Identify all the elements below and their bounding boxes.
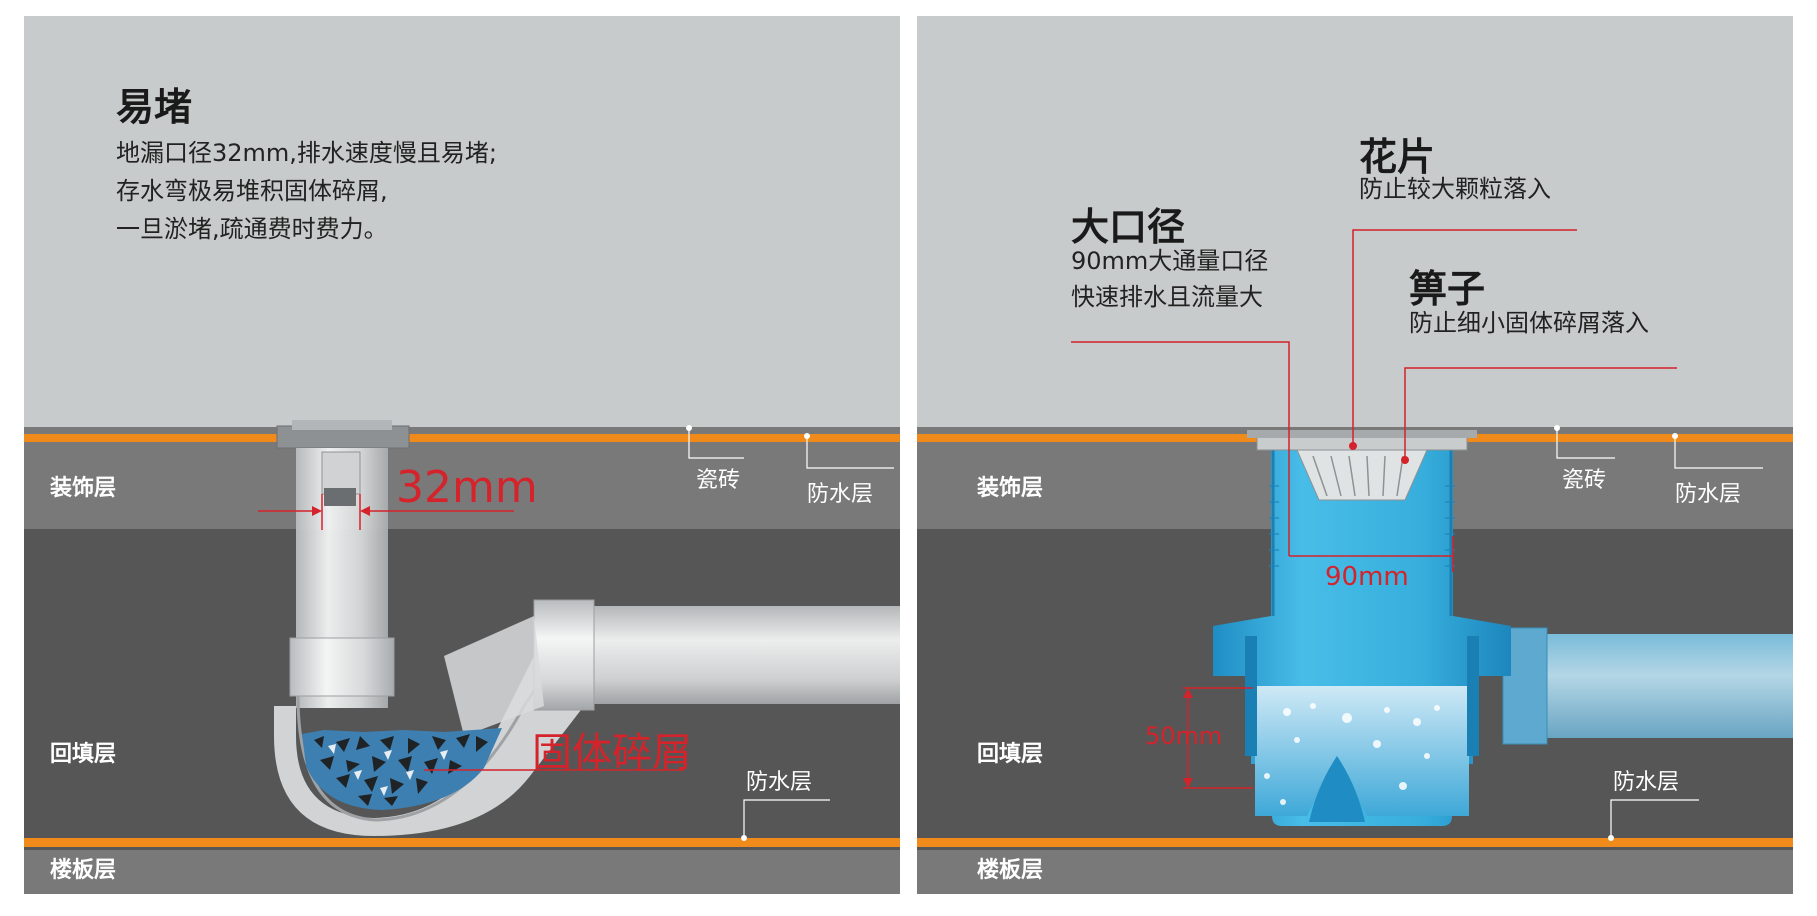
layer-label-backfill: 回填层 [50,742,117,767]
decor-layer [24,427,900,529]
callout-grate-title: 花片 [1359,135,1436,179]
tile-label: 瓷砖 [1562,468,1607,493]
layer-label-decor: 装饰层 [977,476,1044,501]
outlet-pipe [544,606,900,704]
dim-label-90mm: 90mm [1325,562,1409,592]
left-title: 易堵 [116,85,193,129]
callout-leaders [1071,229,1677,556]
dimension-50mm [1183,687,1253,789]
left-desc-line-3: 一旦淤堵,疏通费时费力。 [116,215,388,243]
waterproof-label-top: 防水层 [1675,482,1742,507]
waterproof-bottom-band [917,838,1793,847]
waterproof-top-band [24,434,900,442]
layer-label-backfill: 回填层 [977,742,1044,767]
outlet-pipe [1517,634,1793,738]
leader-lines [688,428,894,838]
debris-pile [302,728,502,810]
tile-label: 瓷砖 [696,468,741,493]
waterproof-label-bottom: 防水层 [746,770,813,795]
floor-layer [24,850,900,894]
water-bubbles [1264,703,1440,805]
floor-layer [917,850,1793,894]
pipe-coupling [289,637,395,697]
dimension-32mm [258,494,514,530]
layer-label-floor: 楼板层 [50,858,117,883]
waterproof-label-bottom: 防水层 [1613,770,1680,795]
callout-large-bore-desc-1: 90mm大通量口径 [1071,247,1269,275]
callout-strainer-title: 箅子 [1409,267,1486,311]
basket-strainer [1296,449,1428,501]
left-desc-line-1: 地漏口径32mm,排水速度慢且易堵; [116,139,498,167]
waterproof-bottom-band [24,838,900,847]
thread-marks [1269,485,1455,567]
leader-lines [1556,428,1763,838]
debris-highlights [328,744,448,796]
right-panel-large-drain: 花片 防止较大颗粒落入 大口径 90mm大通量口径 快速排水且流量大 箅子 防止… [917,16,1793,894]
callout-large-bore-desc-2: 快速排水且流量大 [1071,283,1263,311]
waterproof-label-top: 防水层 [807,482,874,507]
callout-strainer-desc: 防止细小固体碎屑落入 [1409,309,1649,337]
callout-large-bore-title: 大口径 [1071,205,1186,249]
debris-label: 固体碎屑 [532,730,692,776]
callout-grate-desc: 防止较大颗粒落入 [1359,175,1551,203]
dim-label-50mm: 50mm [1145,722,1223,750]
p-trap-bend [274,636,584,836]
left-panel-clogging: 易堵 地漏口径32mm,排水速度慢且易堵; 存水弯极易堆积固体碎屑, 一旦淤堵,… [24,16,900,894]
left-desc-line-2: 存水弯极易堆积固体碎屑, [116,177,388,205]
layer-label-decor: 装饰层 [50,476,117,501]
layer-label-floor: 楼板层 [977,858,1044,883]
left-diagram [24,420,900,894]
dim-label-32mm: 32mm [396,462,538,513]
right-diagram [917,229,1793,894]
debris-fragments [314,734,488,806]
dimension-90mm [1289,536,1454,572]
